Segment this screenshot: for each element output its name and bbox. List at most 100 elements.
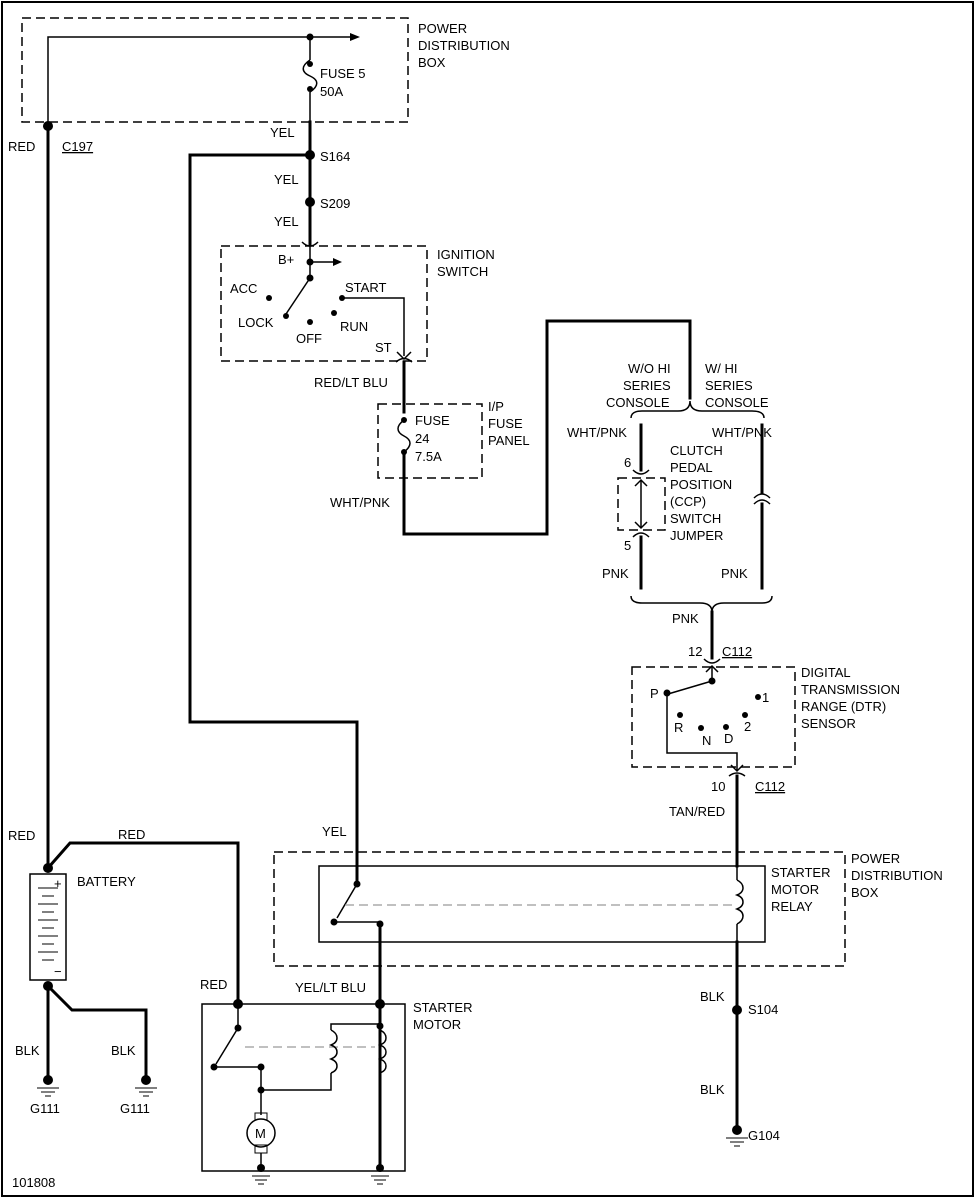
ip-fuse-panel-label-line2: FUSE	[488, 416, 523, 431]
console-with-line1: W/ HI	[705, 361, 738, 376]
splice-s209-dot	[305, 197, 315, 207]
ground-g111-a-label: G111	[30, 1101, 60, 1116]
wire-wht-pnk-right-label: WHT/PNK	[712, 425, 772, 440]
pin-10-label: 10	[711, 779, 725, 794]
fuse-24-line3: 7.5A	[415, 449, 442, 464]
ip-fuse-panel-label-line3: PANEL	[488, 433, 530, 448]
fuse-24-symbol	[397, 419, 411, 453]
pdb-top-label-line3: BOX	[418, 55, 446, 70]
ign-st-label: ST	[375, 340, 392, 355]
ground-starter-motor-symbol	[252, 1175, 270, 1185]
wire-red-lt-blu-label: RED/LT BLU	[314, 375, 388, 390]
dtr-label-line2: TRANSMISSION	[801, 682, 900, 697]
ccp-label-line5: SWITCH	[670, 511, 721, 526]
fuse-5-rating: 50A	[320, 84, 343, 99]
ign-off-label: OFF	[296, 331, 322, 346]
wire-yel-lt-blu-label: YEL/LT BLU	[295, 980, 366, 995]
ccp-label-line3: POSITION	[670, 477, 732, 492]
battery-label: BATTERY	[77, 874, 136, 889]
starter-motor-label-line1: STARTER	[413, 1000, 472, 1015]
ground-g111-b-symbol	[135, 1087, 157, 1097]
wire-yel-2-label: YEL	[274, 172, 299, 187]
console-with-line2: SERIES	[705, 378, 753, 393]
power-distribution-box-relay: POWER DISTRIBUTION BOX STARTER MOTOR REL…	[273, 851, 943, 967]
wire-yel-3-label: YEL	[274, 214, 299, 229]
pdb-top-label-line1: POWER	[418, 21, 467, 36]
pdb-top-label-line2: DISTRIBUTION	[418, 38, 510, 53]
ign-lock-label: LOCK	[238, 315, 274, 330]
splice-s104-dot	[732, 1005, 742, 1015]
ccp-switch-jumper: CLUTCH PEDAL POSITION (CCP) SWITCH JUMPE…	[617, 443, 732, 543]
pin-5-label: 5	[624, 538, 631, 553]
wire-red-battery-to-starter	[45, 841, 240, 1004]
wire-blk-g111-a-label: BLK	[15, 1043, 40, 1058]
ccp-label-line1: CLUTCH	[670, 443, 723, 458]
starter-motor: STARTER MOTOR RED M	[200, 977, 472, 1172]
figure-number: 101808	[12, 1175, 55, 1190]
wire-yel-1-label: YEL	[270, 125, 295, 140]
ground-g104-label: G104	[748, 1128, 780, 1143]
battery-plus-label: +	[54, 876, 62, 891]
ign-acc-label: ACC	[230, 281, 257, 296]
wire-blk-g111-b-label: BLK	[111, 1043, 136, 1058]
fuse-5-label: FUSE 5	[320, 66, 366, 81]
wire-tan-red-label: TAN/RED	[669, 804, 725, 819]
dtr-d-label: D	[724, 731, 733, 746]
dtr-label-line4: SENSOR	[801, 716, 856, 731]
c112-top-label: C112	[722, 644, 752, 659]
dtr-p-label: P	[650, 686, 659, 701]
pnk-merge-brace	[630, 595, 773, 613]
ground-starter-solenoid-symbol	[371, 1175, 389, 1185]
battery-minus-label: −	[54, 964, 62, 979]
ip-fuse-panel: I/P FUSE PANEL FUSE 24 7.5A	[377, 399, 530, 479]
ignition-switch-label-line2: SWITCH	[437, 264, 488, 279]
c197-label: C197	[62, 139, 93, 154]
console-with-line3: CONSOLE	[705, 395, 769, 410]
ccp-label-line6: JUMPER	[670, 528, 723, 543]
wire-red-starter-label: RED	[200, 977, 227, 992]
splice-s164-label: S164	[320, 149, 350, 164]
relay-label-line3: RELAY	[771, 899, 813, 914]
console-without-line2: SERIES	[623, 378, 671, 393]
dtr-sensor: DIGITAL TRANSMISSION RANGE (DTR) SENSOR …	[631, 664, 900, 773]
power-distribution-box-top: POWER DISTRIBUTION BOX FUSE 5 50A	[21, 17, 510, 126]
ignition-switch-label-line1: IGNITION	[437, 247, 495, 262]
wire-yel-relay-label: YEL	[322, 824, 347, 839]
relay-label-line2: MOTOR	[771, 882, 819, 897]
fuse-24-line2: 24	[415, 431, 429, 446]
dtr-2-label: 2	[744, 719, 751, 734]
fuse-24-line1: FUSE	[415, 413, 450, 428]
wire-red-main-label: RED	[8, 139, 35, 154]
starter-motor-relay-box	[318, 865, 766, 943]
starter-motor-armature	[246, 1118, 276, 1148]
splice-s104-label: S104	[748, 1002, 778, 1017]
ignition-switch: IGNITION SWITCH B+ ACC LOCK OFF RUN STAR…	[220, 241, 495, 363]
wire-pnk-left-label: PNK	[602, 566, 629, 581]
starter-relay-coil	[734, 879, 744, 925]
ground-g104-symbol	[726, 1137, 748, 1147]
console-without-line3: CONSOLE	[606, 395, 670, 410]
wire-wht-pnk-fuse-label: WHT/PNK	[330, 495, 390, 510]
fuse-5-symbol	[302, 59, 318, 93]
wire-wht-pnk-left-label: WHT/PNK	[567, 425, 627, 440]
splice-s209-label: S209	[320, 196, 350, 211]
dtr-1-label: 1	[762, 690, 769, 705]
wire-red-battery-left-label: RED	[8, 828, 35, 843]
pdb-2-label-line1: POWER	[851, 851, 900, 866]
dtr-r-label: R	[674, 720, 683, 735]
ign-start-label: START	[345, 280, 386, 295]
dtr-label-line3: RANGE (DTR)	[801, 699, 886, 714]
starter-motor-symbol: M	[255, 1126, 266, 1141]
wire-red-battery-top-label: RED	[118, 827, 145, 842]
ccp-label-line2: PEDAL	[670, 460, 713, 475]
ccp-label-line4: (CCP)	[670, 494, 706, 509]
pin-6-label: 6	[624, 455, 631, 470]
starter-hold-in-coil	[377, 1029, 387, 1074]
starter-motor-label-line2: MOTOR	[413, 1017, 461, 1032]
pdb-2-label-line2: DISTRIBUTION	[851, 868, 943, 883]
wire-wht-pnk-to-console	[402, 319, 692, 536]
wire-pnk-merge-label: PNK	[672, 611, 699, 626]
relay-label-line1: STARTER	[771, 865, 830, 880]
